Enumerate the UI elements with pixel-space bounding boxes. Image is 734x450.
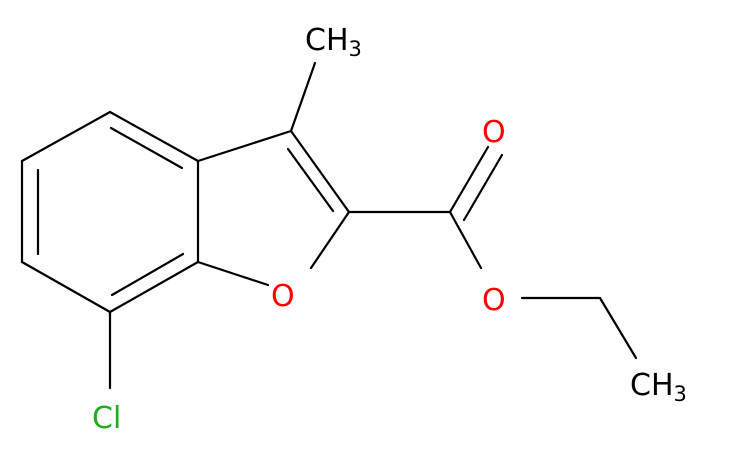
- methyl-bottom-main: CH: [630, 368, 674, 403]
- bond-c7-c7a-inner: [110, 252, 185, 297]
- chlorine-label: Cl: [92, 401, 121, 436]
- bond-carbonyl-double-1: [448, 145, 490, 214]
- bond-c3a-c4-inner: [109, 126, 184, 170]
- bond-carbonyl-double-2: [462, 153, 504, 222]
- ring-oxygen-label: O: [271, 279, 295, 314]
- bonds: [20, 61, 638, 390]
- bond-carbonyl-ester-o: [448, 210, 483, 270]
- methyl-top-main: CH: [305, 23, 349, 58]
- atom-labels: CH3 O O O CH3 Cl: [92, 23, 687, 436]
- bond-o1-c7a: [196, 260, 270, 287]
- methyl-bottom-label: CH3: [630, 368, 687, 406]
- bond-c4-c5: [20, 110, 112, 163]
- methyl-top-sub: 3: [349, 37, 362, 61]
- bond-c3a-c4: [108, 110, 200, 163]
- methyl-top-label: CH3: [305, 23, 362, 61]
- bond-ch2-ch3: [598, 296, 638, 360]
- bond-c3-c2: [289, 129, 351, 214]
- bond-c7-c7a: [108, 260, 200, 314]
- bond-c2-o1: [309, 210, 351, 270]
- bond-c3a-c3: [196, 129, 293, 163]
- bond-c3-methyl: [289, 61, 317, 133]
- methyl-bottom-sub: 3: [674, 382, 687, 406]
- ester-oxygen-label: O: [482, 283, 506, 318]
- bond-c3-c2-inner: [286, 147, 335, 213]
- carbonyl-oxygen-label: O: [482, 115, 506, 150]
- bond-c6-c7: [20, 260, 112, 314]
